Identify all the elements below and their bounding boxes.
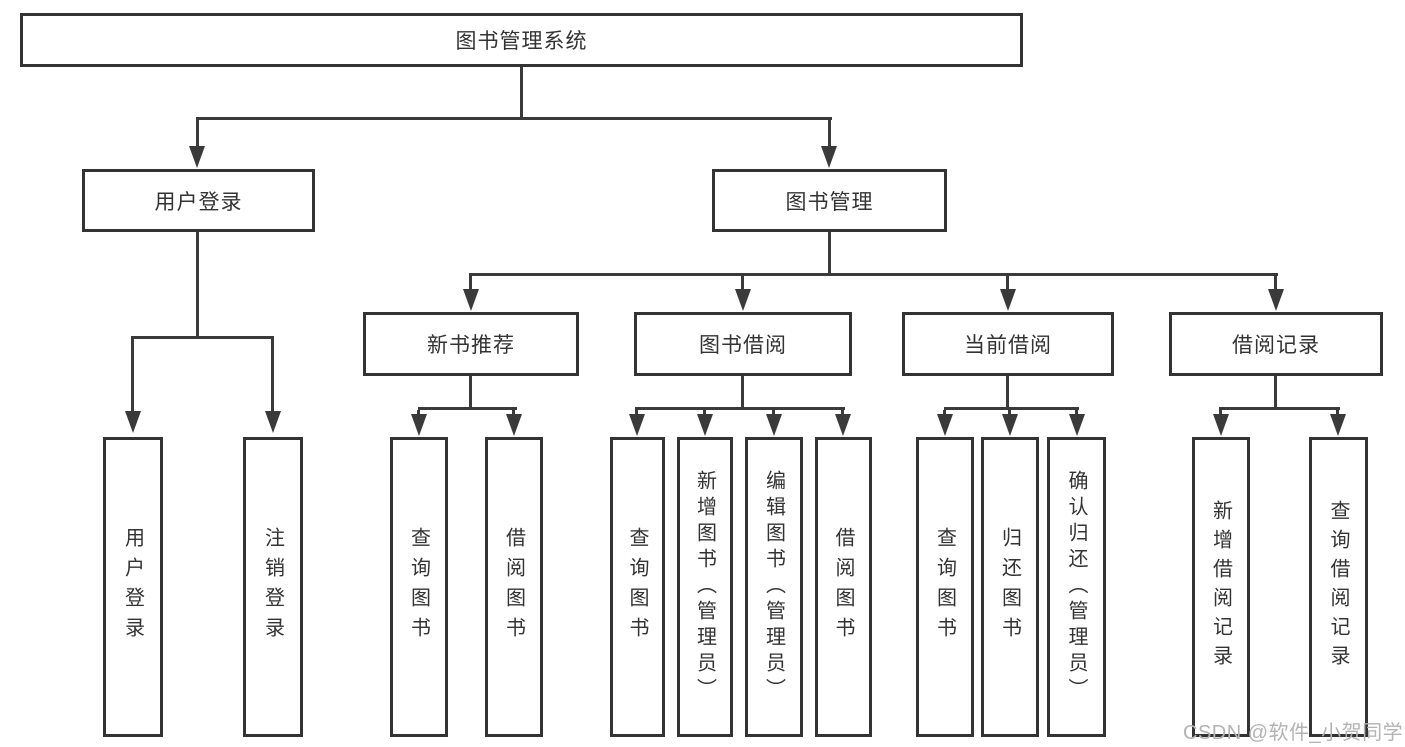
node-book-management: 图书管理 [712, 169, 947, 232]
connector-line [1006, 376, 1009, 408]
connector-line [1075, 410, 1078, 417]
connector-line [943, 410, 946, 417]
connector-line [772, 410, 775, 417]
arrow-down-icon [1213, 414, 1229, 436]
connector-line [418, 407, 517, 410]
connector-line [635, 407, 845, 410]
node-borrowing-records-label: 借阅记录 [1232, 334, 1320, 357]
node-new-book-recommend: 新书推荐 [363, 312, 579, 376]
arrow-down-icon [506, 414, 522, 436]
leaf-return-book: 归还图书 [981, 437, 1039, 737]
connector-line [741, 376, 744, 408]
arrow-down-icon [463, 289, 479, 311]
connector-line [944, 407, 1079, 410]
connector-line [469, 376, 472, 408]
connector-line [828, 120, 831, 148]
node-book-borrowing-label: 图书借阅 [699, 334, 787, 357]
leaf-add-borrow-record-label: 新增借阅记录 [1209, 500, 1232, 674]
arrow-down-icon [125, 411, 141, 433]
connector-line [741, 276, 744, 292]
connector-line [131, 339, 134, 412]
arrow-down-icon [189, 146, 205, 168]
connector-line [417, 410, 420, 417]
leaf-borrow-books-newbook-label: 借阅图书 [502, 527, 525, 647]
leaf-user-login-label: 用户登录 [121, 527, 144, 647]
leaf-logout-label: 注销登录 [261, 527, 284, 647]
leaf-borrow-books-borrow-label: 借阅图书 [832, 527, 854, 647]
node-borrowing-records: 借阅记录 [1169, 312, 1383, 376]
node-current-borrowing: 当前借阅 [902, 312, 1114, 376]
arrow-down-icon [937, 414, 953, 436]
leaf-borrow-books-newbook: 借阅图书 [485, 437, 543, 737]
leaf-add-book-admin-label: 新增图书（管理员） [693, 470, 716, 704]
leaf-edit-book-admin: 编辑图书（管理员） [745, 437, 803, 737]
arrow-down-icon [629, 414, 645, 436]
connector-line [828, 232, 831, 274]
arrow-down-icon [766, 414, 782, 436]
leaf-return-book-label: 归还图书 [998, 527, 1021, 647]
connector-line [469, 273, 1278, 276]
leaf-logout: 注销登录 [243, 437, 303, 737]
leaf-edit-book-admin-label: 编辑图书（管理员） [762, 470, 785, 704]
connector-line [703, 410, 706, 417]
connector-line [271, 339, 274, 412]
leaf-query-books-newbook: 查询图书 [390, 437, 448, 737]
node-user-login: 用户登录 [82, 169, 315, 232]
connector-line [520, 67, 523, 120]
arrow-down-icon [1002, 414, 1018, 436]
leaf-borrow-books-borrow: 借阅图书 [815, 437, 872, 737]
leaf-user-login: 用户登录 [103, 437, 163, 737]
leaf-query-borrow-record-label: 查询借阅记录 [1327, 500, 1349, 674]
connector-line [196, 232, 199, 337]
connector-line [196, 120, 199, 148]
node-current-borrowing-label: 当前借阅 [964, 334, 1052, 357]
node-root: 图书管理系统 [20, 13, 1023, 67]
connector-line [1219, 410, 1222, 417]
leaf-query-books-current-label: 查询图书 [933, 527, 956, 647]
node-book-borrowing: 图书借阅 [634, 312, 852, 376]
connector-line [1274, 276, 1277, 292]
leaf-add-borrow-record: 新增借阅记录 [1192, 437, 1250, 737]
leaf-query-books-newbook-label: 查询图书 [407, 527, 430, 647]
leaf-add-book-admin: 新增图书（管理员） [677, 437, 733, 737]
connector-line [635, 410, 638, 417]
arrow-down-icon [835, 414, 851, 436]
arrow-down-icon [821, 146, 837, 168]
arrow-down-icon [265, 411, 281, 433]
connector-line [131, 336, 274, 339]
connector-line [512, 410, 515, 417]
connector-line [1336, 410, 1339, 417]
watermark: CSDN @软件_小贺同学 [1183, 722, 1404, 744]
connector-line [196, 117, 832, 120]
connector-line [1008, 410, 1011, 417]
leaf-query-books-borrow: 查询图书 [610, 437, 665, 737]
node-book-management-label: 图书管理 [785, 190, 874, 214]
leaf-query-books-borrow-label: 查询图书 [626, 527, 648, 647]
node-new-book-recommend-label: 新书推荐 [427, 334, 515, 357]
connector-line [1274, 376, 1277, 408]
leaf-query-borrow-record: 查询借阅记录 [1309, 437, 1368, 737]
connector-line [841, 410, 844, 417]
connector-line [1006, 276, 1009, 292]
arrow-down-icon [735, 289, 751, 311]
connector-line [1219, 407, 1340, 410]
arrow-down-icon [1330, 414, 1346, 436]
node-user-login-label: 用户登录 [154, 190, 243, 214]
node-root-label: 图书管理系统 [455, 30, 588, 53]
arrow-down-icon [697, 414, 713, 436]
arrow-down-icon [411, 414, 427, 436]
leaf-query-books-current: 查询图书 [916, 437, 974, 737]
arrow-down-icon [1268, 289, 1284, 311]
arrow-down-icon [1000, 289, 1016, 311]
connector-line [469, 276, 472, 292]
leaf-confirm-return-admin-label: 确认归还（管理员） [1065, 470, 1087, 704]
leaf-confirm-return-admin: 确认归还（管理员） [1047, 437, 1106, 737]
arrow-down-icon [1069, 414, 1085, 436]
